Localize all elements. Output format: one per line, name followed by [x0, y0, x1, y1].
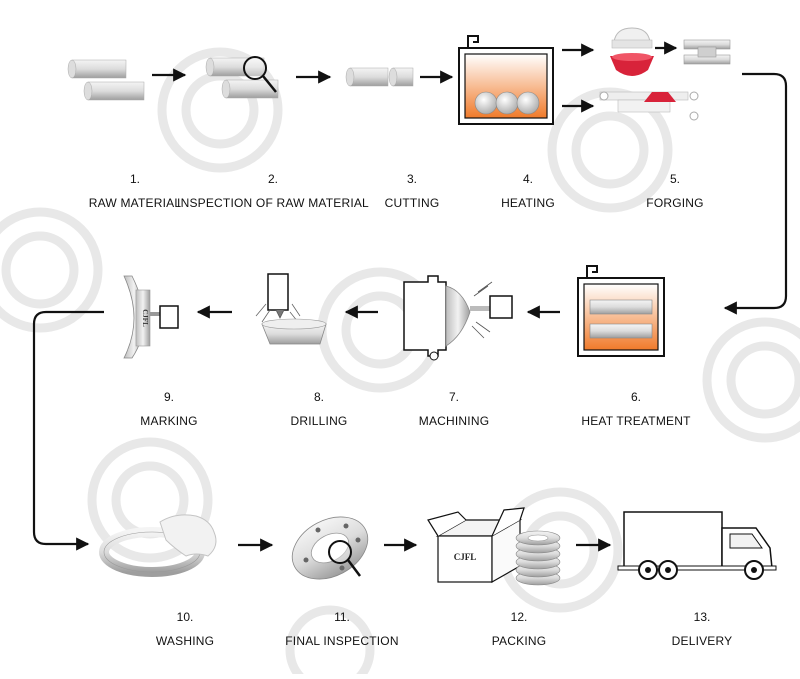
step-number: 11. [334, 610, 350, 624]
washing-illustration [99, 514, 217, 577]
step-title: HEATING [501, 196, 555, 210]
step-number: 3. [406, 172, 417, 186]
step-number: 12. [510, 610, 528, 624]
step-number: 10. [176, 610, 194, 624]
magnifier-icon [328, 540, 361, 577]
forging-illustration [599, 27, 699, 121]
step-label-heat-treatment: 6. HEAT TREATMENT [546, 390, 726, 428]
step-number: 1. [129, 172, 140, 186]
step-number: 5. [669, 172, 680, 186]
watermark [0, 47, 800, 679]
step-title: INSPECTION OF RAW MATERIAL [177, 196, 369, 210]
step-label-cutting: 3. CUTTING [322, 172, 502, 210]
step-label-inspection: 2. INSPECTION OF RAW MATERIAL [173, 172, 373, 210]
step-title: PACKING [491, 634, 547, 648]
magnifier-icon [243, 56, 277, 93]
brand-mark: CJFL [454, 552, 477, 562]
step-title: DRILLING [290, 414, 348, 428]
flow-connector [723, 72, 788, 315]
brand-mark: CJFL [141, 309, 149, 327]
step-number: 6. [630, 390, 641, 404]
step-title: RAW MATERIAL [88, 196, 182, 210]
delivery-truck-illustration [617, 511, 777, 580]
step-label-marking: 9. MARKING [79, 390, 259, 428]
step-number: 9. [163, 390, 174, 404]
step-label-heating: 4. HEATING [438, 172, 618, 210]
step-title: FINAL INSPECTION [285, 634, 399, 648]
inspection-illustration [205, 57, 279, 99]
raw-material-illustration [67, 59, 145, 101]
step-number: 4. [522, 172, 533, 186]
step-label-final-inspection: 11. FINAL INSPECTION [252, 610, 432, 648]
step-label-delivery: 13. DELIVERY [612, 610, 792, 648]
heat-treatment-furnace-illustration [577, 265, 665, 357]
cutting-illustration [345, 67, 414, 87]
step-number: 13. [693, 610, 711, 624]
step-title: WASHING [155, 634, 215, 648]
step-title: DELIVERY [671, 634, 733, 648]
step-label-raw-material: 1. RAW MATERIAL [45, 172, 225, 210]
marking-illustration: CJFL [123, 275, 179, 359]
step-title: CUTTING [384, 196, 440, 210]
step-label-machining: 7. MACHINING [364, 390, 544, 428]
step-number: 7. [448, 390, 459, 404]
stacked-flanges-illustration [515, 530, 561, 586]
packing-box-illustration: CJFL [427, 507, 525, 584]
step-number: 8. [313, 390, 324, 404]
step-label-drilling: 8. DRILLING [229, 390, 409, 428]
step-title: MARKING [140, 414, 198, 428]
drilling-illustration [255, 273, 327, 345]
machining-illustration [403, 275, 513, 361]
step-title: HEAT TREATMENT [581, 414, 691, 428]
forged-part-illustration [683, 39, 731, 65]
step-title: FORGING [646, 196, 704, 210]
flow-connector [32, 310, 104, 551]
step-number: 2. [267, 172, 278, 186]
step-label-packing: 12. PACKING [429, 610, 609, 648]
step-title: MACHINING [418, 414, 490, 428]
heating-furnace-illustration [458, 35, 554, 125]
step-label-forging: 5. FORGING [585, 172, 765, 210]
step-label-washing: 10. WASHING [95, 610, 275, 648]
